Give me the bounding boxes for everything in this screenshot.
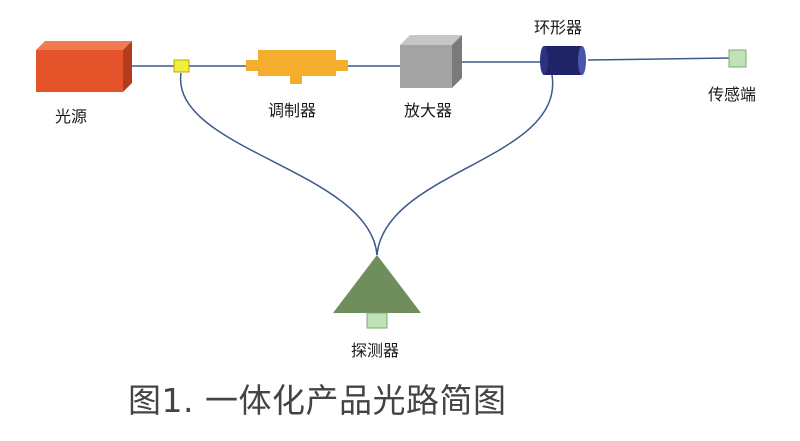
detector-shape	[333, 255, 421, 329]
sensing-end-square	[728, 49, 747, 68]
fiber-coupler-detector	[180, 72, 378, 256]
amplifier-box	[400, 35, 462, 88]
modulator-block	[246, 50, 348, 84]
amplifier-label: 放大器	[404, 101, 453, 120]
circulator-cylinder	[540, 46, 586, 75]
circulator-label: 环形器	[534, 18, 583, 37]
detector-label: 探测器	[351, 341, 400, 360]
fiber-circulator-detector	[376, 74, 554, 256]
coupler-square	[173, 59, 190, 73]
fiber-circulator-sensing	[587, 57, 730, 61]
sensing-end-label: 传感端	[708, 85, 757, 104]
light-source-label: 光源	[55, 107, 88, 126]
modulator-label: 调制器	[268, 101, 317, 120]
light-source-box	[36, 41, 132, 92]
figure-caption: 图1. 一体化产品光路简图	[128, 381, 507, 420]
